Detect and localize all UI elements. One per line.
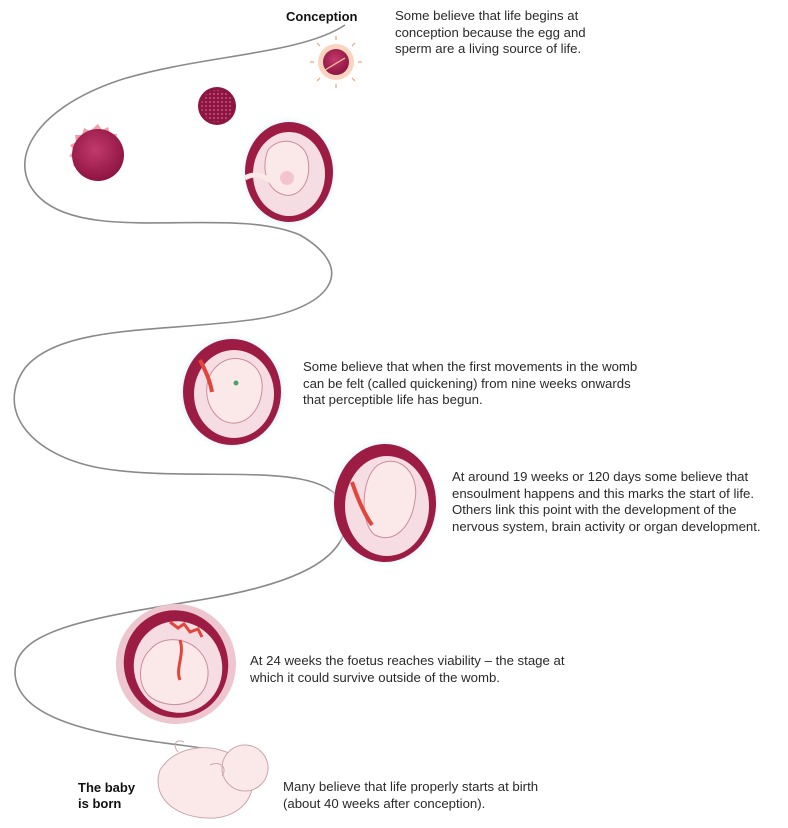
conception-label: Conception: [286, 9, 358, 25]
stage-text-viability: At 24 weeks the foetus reaches viability…: [250, 653, 570, 686]
newborn-baby-icon: [158, 741, 268, 818]
viability-womb-icon: [99, 587, 253, 741]
baby-born-label-line2: is born: [78, 796, 135, 812]
egg-sperm-icon: [310, 36, 362, 88]
stage-text-quickening: Some believe that when the first movemen…: [303, 359, 653, 409]
blastocyst-icon: [69, 124, 124, 181]
embryo-womb-icon: [239, 115, 339, 229]
stage-text-conception: Some believe that life begins at concept…: [395, 8, 605, 58]
baby-born-label-line1: The baby: [78, 780, 135, 796]
morula-icon: [198, 87, 236, 125]
stage-text-birth: Many believe that life properly starts a…: [283, 779, 548, 812]
quickening-womb-icon: [176, 332, 288, 452]
ensoulment-womb-icon: [327, 437, 443, 569]
baby-born-label: The baby is born: [78, 780, 135, 812]
stage-text-ensoulment: At around 19 weeks or 120 days some beli…: [452, 469, 782, 535]
